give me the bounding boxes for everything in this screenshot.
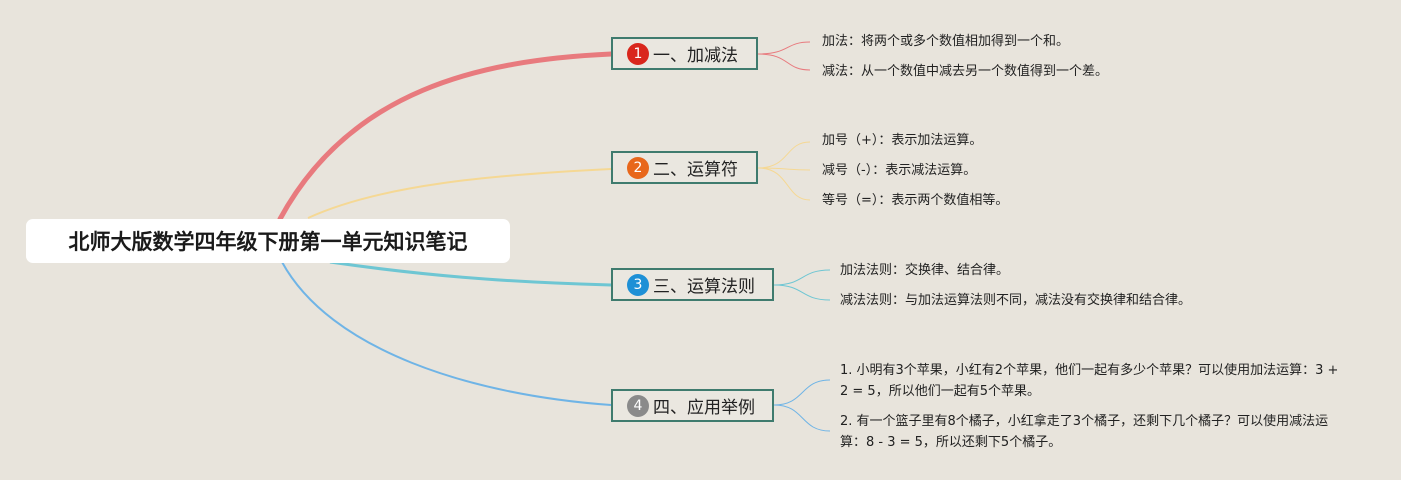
leaf-link-2-3 [757,167,811,201]
leaf-link-4-1 [773,379,831,406]
branch-addition-subtraction[interactable]: 1 一、加减法 [611,37,758,70]
leaf-example-1[interactable]: 1. 小明有3个苹果，小红有2个苹果，他们一起有多少个苹果？可以使用加法运算：3… [840,363,1339,399]
branch-operation-rules[interactable]: 3 三、运算法则 [611,268,774,301]
leaf-link-1-2 [757,53,811,71]
branch-label-3: 三、运算法则 [653,277,755,297]
branch-application-examples[interactable]: 4 四、应用举例 [611,389,774,422]
leaf-addition-rules[interactable]: 加法法则：交换律、结合律。 [840,263,1010,278]
leaf-addition[interactable]: 加法：将两个或多个数值相加得到一个和。 [822,34,1070,49]
leaf-link-3-1 [773,269,831,286]
leaf-link-2-1 [757,141,811,169]
branch-label-1: 一、加减法 [653,46,738,66]
leaf-plus-sign[interactable]: 加号（+）：表示加法运算。 [822,133,983,148]
number-badge-4: 4 [627,394,649,417]
curve-branch-3 [329,260,612,287]
branch-label-4: 四、应用举例 [653,398,755,418]
number-badge-2: 2 [627,156,649,179]
leaf-link-1-1 [757,41,811,55]
branch-operators[interactable]: 2 二、运算符 [611,151,758,184]
leaf-minus-sign[interactable]: 减号（-）：表示减法运算。 [822,163,977,178]
root-topic[interactable]: 北师大版数学四年级下册第一单元知识笔记 [26,219,510,263]
number-badge-1: 1 [627,42,649,65]
leaf-link-4-2 [773,404,831,432]
curve-branch-1 [277,51,614,222]
curve-branch-4 [281,261,612,406]
branch-label-2: 二、运算符 [653,160,738,180]
number-badge-3: 3 [627,273,649,296]
curve-branch-2 [307,168,612,219]
leaf-example-2[interactable]: 2. 有一个篮子里有8个橘子，小红拿走了3个橘子，还剩下几个橘子？可以使用减法运… [840,414,1329,450]
leaf-equals-sign[interactable]: 等号（=）：表示两个数值相等。 [822,193,1009,208]
leaf-subtraction[interactable]: 减法：从一个数值中减去另一个数值得到一个差。 [822,64,1109,79]
leaf-link-3-2 [773,284,831,301]
leaf-link-2-2 [757,167,811,171]
leaf-subtraction-rules[interactable]: 减法法则：与加法运算法则不同，减法没有交换律和结合律。 [840,293,1192,308]
